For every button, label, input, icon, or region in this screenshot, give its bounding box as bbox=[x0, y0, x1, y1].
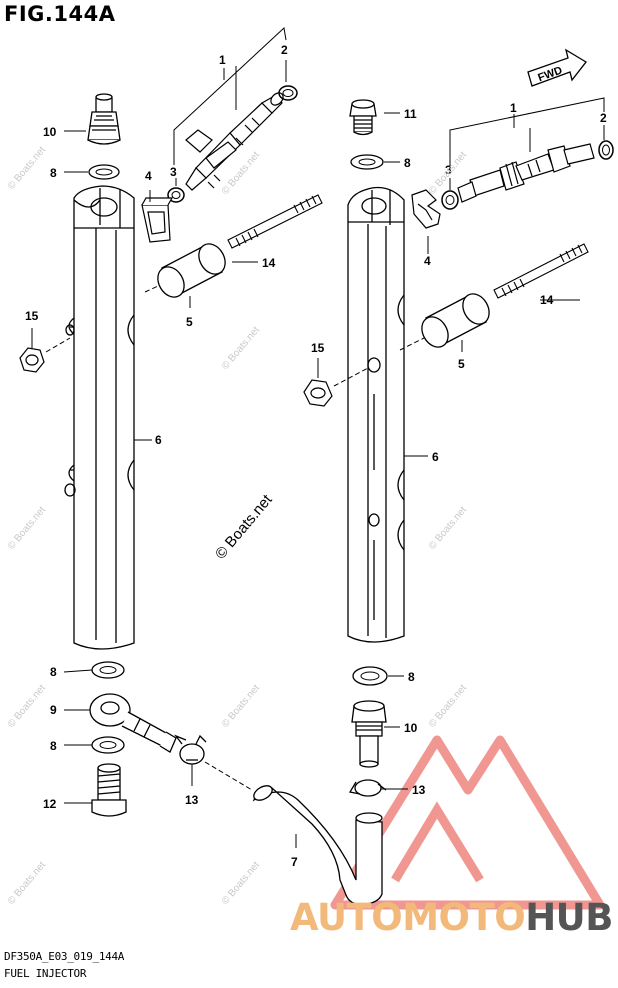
callout-3-right: 3 bbox=[445, 163, 452, 177]
callout-15-left: 15 bbox=[25, 309, 39, 323]
center-watermark: © Boats.net bbox=[212, 491, 276, 563]
svg-text:© Boats.net: © Boats.net bbox=[220, 860, 262, 907]
fuel-rail-right bbox=[347, 186, 405, 643]
fitting-10-left bbox=[87, 93, 121, 145]
o-ring-3-right bbox=[441, 190, 459, 210]
nut-15-left bbox=[19, 347, 45, 373]
washer-8-right-top bbox=[350, 154, 384, 170]
callout-8-left-low: 8 bbox=[50, 739, 57, 753]
fitting-10-right bbox=[351, 700, 387, 768]
brand-watermark: AUTOMOTOHUB bbox=[290, 896, 613, 939]
o-ring-2-right bbox=[598, 140, 614, 160]
callout-2-left: 2 bbox=[281, 43, 288, 57]
spacer-5-right bbox=[421, 293, 490, 348]
brand-watermark-a: AUTOMOTO bbox=[290, 896, 526, 939]
svg-text:© Boats.net: © Boats.net bbox=[427, 683, 469, 730]
svg-text:© Boats.net: © Boats.net bbox=[220, 683, 262, 730]
callout-8-right-bottom: 8 bbox=[408, 670, 415, 684]
figure-title: FIG.144A bbox=[4, 2, 116, 26]
injector-1-right bbox=[457, 143, 595, 203]
stud-14-left bbox=[227, 194, 323, 249]
callout-2-right: 2 bbox=[600, 111, 607, 125]
callout-13-left: 13 bbox=[185, 793, 199, 807]
callout-4-left: 4 bbox=[145, 169, 152, 183]
callout-10-right: 10 bbox=[404, 721, 418, 735]
callout-14-right: 14 bbox=[540, 293, 554, 307]
washer-8-left-top bbox=[88, 164, 120, 180]
bolt-12 bbox=[91, 763, 127, 817]
callout-5-right: 5 bbox=[458, 357, 465, 371]
clip-4-right bbox=[411, 189, 441, 229]
callouts: 1 2 3 4 5 6 8 10 14 15 8 9 8 12 13 7 11 … bbox=[25, 43, 607, 869]
washer-8-right-bottom bbox=[352, 666, 388, 686]
svg-text:© Boats.net: © Boats.net bbox=[220, 325, 262, 372]
callout-10-left: 10 bbox=[43, 125, 57, 139]
callout-9: 9 bbox=[50, 703, 57, 717]
fuel-rail-left bbox=[64, 185, 135, 650]
callout-8-left-top: 8 bbox=[50, 166, 57, 180]
automotohub-logo-icon bbox=[330, 735, 605, 910]
clamp-13-right bbox=[348, 779, 387, 797]
svg-text:© Boats.net: © Boats.net bbox=[6, 860, 48, 907]
clip-4-left bbox=[141, 197, 174, 243]
callout-3-left: 3 bbox=[170, 165, 177, 179]
injector-1-left bbox=[185, 92, 284, 191]
stud-14-right bbox=[493, 243, 589, 299]
svg-text:© Boats.net: © Boats.net bbox=[6, 505, 48, 552]
callout-8-right-top: 8 bbox=[404, 156, 411, 170]
fuel-hose-7 bbox=[252, 785, 383, 905]
callout-5-left: 5 bbox=[186, 315, 193, 329]
callout-4-right: 4 bbox=[424, 254, 431, 268]
figure-name: FUEL INJECTOR bbox=[4, 967, 87, 980]
callout-1-left: 1 bbox=[219, 53, 226, 67]
washer-8-left-mid bbox=[91, 661, 125, 679]
callout-12: 12 bbox=[43, 797, 57, 811]
plug-11 bbox=[349, 99, 377, 136]
o-ring-2-left bbox=[278, 85, 298, 101]
clamp-13-left bbox=[174, 734, 207, 765]
callout-1-right: 1 bbox=[510, 101, 517, 115]
brand-watermark-b: HUB bbox=[525, 896, 613, 939]
leader-lines bbox=[31, 27, 605, 848]
washer-8-left-low bbox=[91, 736, 125, 754]
callout-11: 11 bbox=[404, 107, 417, 121]
callout-13-right: 13 bbox=[412, 783, 426, 797]
svg-text:© Boats.net: © Boats.net bbox=[6, 145, 48, 192]
figure-code: DF350A_E03_019_144A bbox=[4, 950, 125, 963]
spacer-5-left bbox=[157, 243, 226, 298]
callout-8-left-mid: 8 bbox=[50, 665, 57, 679]
svg-text:© Boats.net: © Boats.net bbox=[6, 683, 48, 730]
nut-15-right bbox=[303, 379, 333, 407]
callout-15-right: 15 bbox=[311, 341, 325, 355]
o-ring-3-left bbox=[167, 187, 185, 203]
callout-14-left: 14 bbox=[262, 256, 276, 270]
callout-7: 7 bbox=[291, 855, 298, 869]
callout-6-right: 6 bbox=[432, 450, 439, 464]
forward-direction-arrow-icon: FWD bbox=[527, 48, 587, 87]
callout-6-left: 6 bbox=[155, 433, 162, 447]
svg-text:© Boats.net: © Boats.net bbox=[427, 505, 469, 552]
